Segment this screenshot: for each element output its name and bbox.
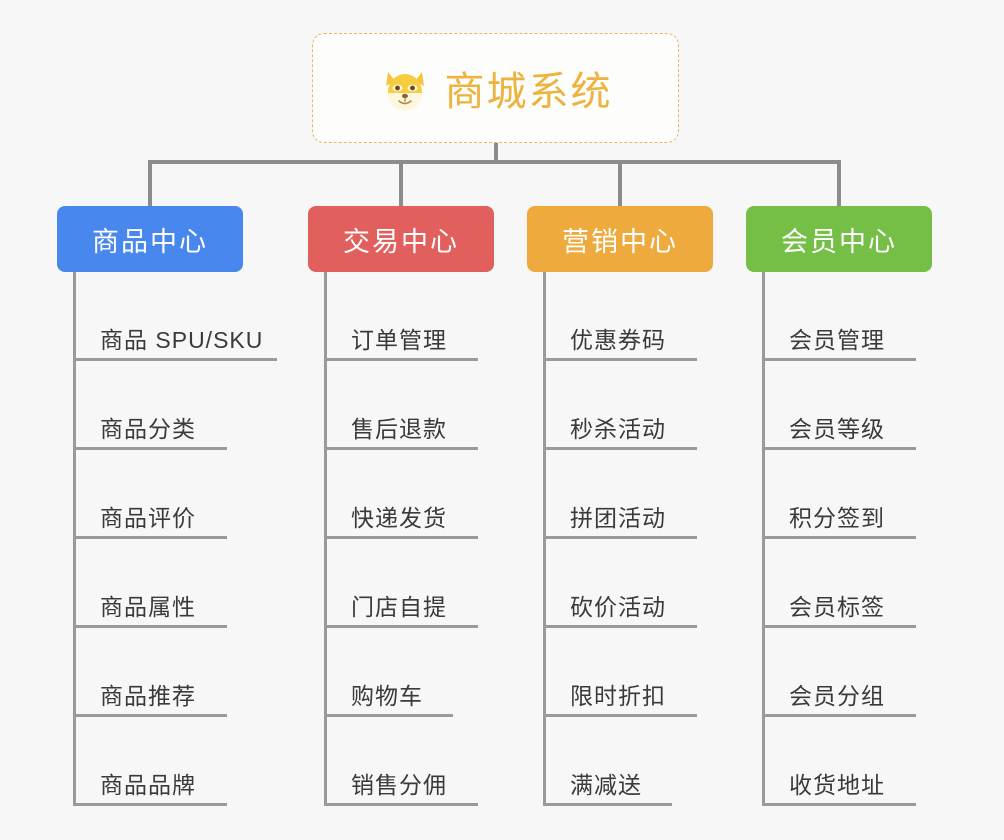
category-box-marketing-center[interactable]: 营销中心 (527, 206, 713, 272)
leaf-item[interactable]: 积分签到 (762, 450, 916, 539)
spine-trade-center (324, 272, 327, 806)
leaf-item-label: 收货地址 (789, 772, 885, 798)
leaf-item[interactable]: 售后退款 (324, 361, 478, 450)
leaf-item[interactable]: 优惠券码 (543, 272, 697, 361)
leaf-item-label: 会员等级 (789, 416, 885, 442)
column-marketing-center: 营销中心优惠券码秒杀活动拼团活动砍价活动限时折扣满减送 (527, 206, 713, 806)
spine-product-center (73, 272, 76, 806)
leaf-item[interactable]: 满减送 (543, 717, 672, 806)
leaf-item-underline (762, 625, 916, 628)
leaf-item[interactable]: 收货地址 (762, 717, 916, 806)
leaf-item-label: 商品评价 (100, 505, 196, 531)
category-box-product-center[interactable]: 商品中心 (57, 206, 243, 272)
leaf-item-label: 订单管理 (351, 327, 447, 353)
root-node-shop-system[interactable]: 商城系统 (312, 33, 679, 143)
category-box-trade-center[interactable]: 交易中心 (308, 206, 494, 272)
leaf-item-underline (543, 803, 672, 806)
leaf-item[interactable]: 会员分组 (762, 628, 916, 717)
leaf-item-underline (324, 358, 478, 361)
leaf-item[interactable]: 商品分类 (73, 361, 263, 450)
leaf-item-underline (543, 358, 697, 361)
leaf-item-label: 快递发货 (351, 505, 447, 531)
leaf-item-underline (73, 625, 227, 628)
leaf-item[interactable]: 秒杀活动 (543, 361, 697, 450)
column-member-center: 会员中心会员管理会员等级积分签到会员标签会员分组收货地址 (746, 206, 932, 806)
leaf-list-product-center: 商品 SPU/SKU 商品分类商品评价商品属性商品推荐商品品牌 (73, 272, 277, 806)
shiba-dog-face-icon (379, 62, 431, 114)
leaf-item[interactable]: 销售分佣 (324, 717, 478, 806)
leaf-item-underline (324, 447, 478, 450)
connector-root-stem (494, 143, 498, 162)
leaf-item-underline (73, 714, 227, 717)
leaf-item-underline (73, 358, 277, 361)
leaf-item-underline (762, 358, 916, 361)
leaf-item[interactable]: 订单管理 (324, 272, 478, 361)
leaf-item-label: 销售分佣 (351, 772, 447, 798)
leaf-list-trade-center: 订单管理售后退款快递发货门店自提购物车销售分佣 (324, 272, 478, 806)
leaf-item[interactable]: 购物车 (324, 628, 453, 717)
leaf-item-label: 商品 SPU/SKU (100, 327, 264, 353)
leaf-item-underline (543, 714, 697, 717)
connector-horizontal-bus (148, 160, 840, 164)
leaf-item-label: 商品推荐 (100, 683, 196, 709)
leaf-item-underline (324, 536, 478, 539)
leaf-item-label: 会员标签 (789, 594, 885, 620)
connector-drop-member-center (837, 160, 841, 206)
spine-member-center (762, 272, 765, 806)
leaf-item[interactable]: 商品 SPU/SKU (73, 272, 277, 361)
leaf-item-label: 限时折扣 (570, 683, 666, 709)
connector-drop-product-center (148, 160, 152, 206)
connector-drop-marketing-center (618, 160, 622, 206)
leaf-item-underline (73, 536, 227, 539)
leaf-item-label: 会员管理 (789, 327, 885, 353)
spine-marketing-center (543, 272, 546, 806)
leaf-item-underline (543, 447, 697, 450)
connector-drop-trade-center (399, 160, 403, 206)
leaf-item[interactable]: 商品推荐 (73, 628, 263, 717)
leaf-item-label: 商品品牌 (100, 772, 196, 798)
leaf-item[interactable]: 门店自提 (324, 539, 478, 628)
leaf-item-underline (324, 714, 453, 717)
leaf-item-label: 优惠券码 (570, 327, 666, 353)
root-title: 商城系统 (444, 70, 613, 114)
leaf-list-marketing-center: 优惠券码秒杀活动拼团活动砍价活动限时折扣满减送 (543, 272, 697, 806)
leaf-item-underline (73, 447, 227, 450)
leaf-item-label: 购物车 (351, 683, 423, 709)
leaf-item-underline (762, 536, 916, 539)
leaf-item-underline (762, 447, 916, 450)
leaf-item[interactable]: 拼团活动 (543, 450, 697, 539)
leaf-item[interactable]: 商品评价 (73, 450, 263, 539)
leaf-item-label: 秒杀活动 (570, 416, 666, 442)
leaf-item[interactable]: 会员管理 (762, 272, 916, 361)
leaf-item-label: 会员分组 (789, 683, 885, 709)
leaf-list-member-center: 会员管理会员等级积分签到会员标签会员分组收货地址 (762, 272, 916, 806)
leaf-item-underline (762, 803, 916, 806)
category-box-member-center[interactable]: 会员中心 (746, 206, 932, 272)
leaf-item[interactable]: 快递发货 (324, 450, 478, 539)
column-product-center: 商品中心商品 SPU/SKU 商品分类商品评价商品属性商品推荐商品品牌 (57, 206, 277, 806)
leaf-item[interactable]: 商品品牌 (73, 717, 263, 806)
leaf-item-label: 商品分类 (100, 416, 196, 442)
leaf-item-underline (324, 625, 478, 628)
leaf-item-label: 满减送 (570, 772, 642, 798)
leaf-item-label: 砍价活动 (570, 594, 666, 620)
leaf-item-label: 售后退款 (351, 416, 447, 442)
leaf-item[interactable]: 商品属性 (73, 539, 263, 628)
leaf-item-underline (324, 803, 478, 806)
leaf-item-label: 门店自提 (351, 594, 447, 620)
leaf-item[interactable]: 砍价活动 (543, 539, 697, 628)
leaf-item[interactable]: 会员标签 (762, 539, 916, 628)
leaf-item-underline (543, 625, 697, 628)
leaf-item[interactable]: 限时折扣 (543, 628, 697, 717)
leaf-item[interactable]: 会员等级 (762, 361, 916, 450)
leaf-item-label: 拼团活动 (570, 505, 666, 531)
column-trade-center: 交易中心订单管理售后退款快递发货门店自提购物车销售分佣 (308, 206, 494, 806)
leaf-item-label: 商品属性 (100, 594, 196, 620)
leaf-item-underline (73, 803, 227, 806)
leaf-item-label: 积分签到 (789, 505, 885, 531)
leaf-item-underline (762, 714, 916, 717)
leaf-item-underline (543, 536, 697, 539)
